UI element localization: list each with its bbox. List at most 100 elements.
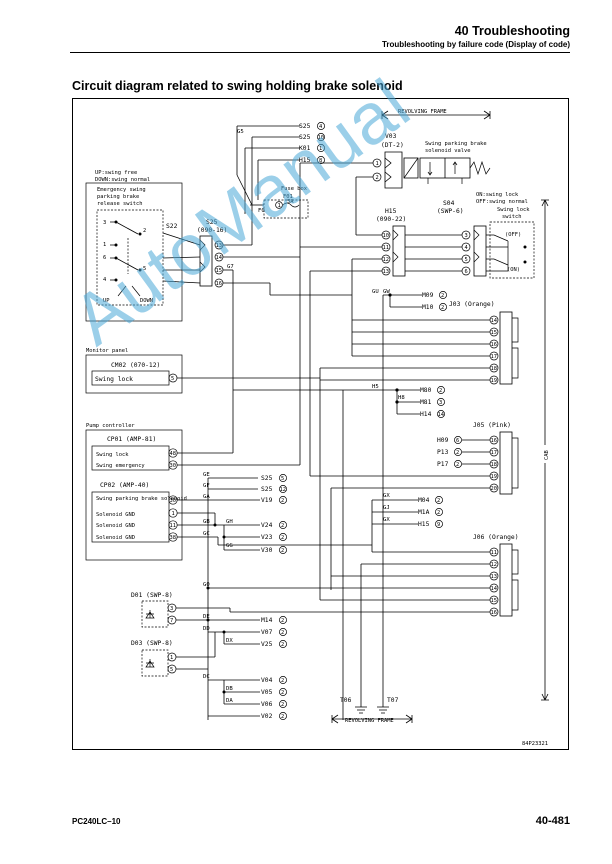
svg-text:2: 2 <box>456 462 459 468</box>
revolving-frame-top-label: REVOLVING FRAME <box>398 109 447 115</box>
fuse-box-title: Fuse box <box>281 186 308 192</box>
j03-junction: J03 (Orange) 14 15 16 17 18 19 <box>449 301 519 385</box>
switch-title3: release switch <box>97 201 142 207</box>
ref-name: K01 <box>299 145 311 152</box>
h15-wires <box>300 230 462 470</box>
ref-h15-9: H15 9 <box>418 520 443 528</box>
fuse-box-code: F01 <box>283 194 293 200</box>
svg-text:M1A: M1A <box>418 509 430 516</box>
switch-pin: 2 <box>143 228 146 234</box>
s04-type: (SWP-6) <box>437 208 464 215</box>
svg-text:2: 2 <box>281 548 284 554</box>
cab-label: CAB <box>544 450 550 460</box>
svg-text:2: 2 <box>437 510 440 516</box>
pump-title: Pump controller <box>86 423 135 429</box>
svg-text:2: 2 <box>281 714 284 720</box>
svg-text:18: 18 <box>491 462 498 468</box>
j06-name: J06 (Orange) <box>473 534 519 541</box>
switch-pin: 3 <box>103 220 106 226</box>
svg-text:V30: V30 <box>261 547 273 554</box>
pump-wires <box>177 257 372 720</box>
svg-text:V07: V07 <box>261 629 273 636</box>
svg-text:16: 16 <box>491 610 498 616</box>
ref-pin: 1 <box>319 146 322 152</box>
wire-code: GF <box>203 483 210 489</box>
switch-down-label: DOWN <box>140 298 153 304</box>
svg-text:2: 2 <box>281 498 284 504</box>
ref-s25-12: S25 12 <box>261 485 287 493</box>
ground-t06: T06 <box>340 697 367 714</box>
pump-controller: Pump controller CP01 (AMP-81) Swing lock… <box>85 423 187 561</box>
s04-swing-lock-switch: S04 (SWP-6) ON:swing lock OFF:swing norm… <box>437 192 535 279</box>
svg-text:M80: M80 <box>420 387 432 394</box>
fuse-pin: 1 <box>278 203 281 209</box>
ref-m80-2: M80 2 <box>420 386 445 394</box>
wire-code: GU <box>372 289 379 295</box>
svg-text:2: 2 <box>439 388 442 394</box>
wire-code: F0 <box>258 208 265 214</box>
svg-text:15: 15 <box>216 268 223 274</box>
svg-text:48: 48 <box>170 451 177 457</box>
svg-text:P13: P13 <box>437 449 449 456</box>
svg-text:V25: V25 <box>261 641 273 648</box>
switch-pin: 6 <box>103 255 106 261</box>
fuse-amp: 5A <box>287 199 294 205</box>
svg-text:20: 20 <box>491 486 498 492</box>
revolving-frame-bottom-marker: REVOLVING FRAME <box>331 714 413 724</box>
j06-wires <box>208 380 490 700</box>
svg-text:5: 5 <box>465 257 468 263</box>
svg-text:V05: V05 <box>261 689 273 696</box>
svg-text:11: 11 <box>491 550 498 556</box>
s25-name: S25 <box>206 219 218 226</box>
svg-text:6: 6 <box>456 438 459 444</box>
svg-text:2: 2 <box>441 293 444 299</box>
svg-text:11: 11 <box>383 245 390 251</box>
svg-text:17: 17 <box>491 450 498 456</box>
j03-name: J03 (Orange) <box>449 301 495 308</box>
ref-v07-2: V07 2 <box>261 628 287 636</box>
header-rule <box>70 52 570 53</box>
svg-text:3: 3 <box>170 606 173 612</box>
svg-text:2: 2 <box>281 630 284 636</box>
svg-text:3: 3 <box>439 400 442 406</box>
switch-pin: 5 <box>143 266 146 272</box>
model-number: PC240LC–10 <box>72 817 121 826</box>
ground-label: T06 <box>340 697 352 704</box>
svg-text:14: 14 <box>438 412 445 418</box>
wire-code: GB <box>203 519 210 525</box>
svg-text:2: 2 <box>281 702 284 708</box>
s22-label: S22 <box>166 223 178 230</box>
monitor-connector: CM02 (070-12) <box>111 362 160 369</box>
ref-m81-3: M81 3 <box>420 398 445 406</box>
ref-name: S25 <box>299 123 311 130</box>
svg-text:H15: H15 <box>418 521 430 528</box>
ref-m14-2: M14 2 <box>261 616 287 624</box>
wire-code: G0 <box>203 582 210 588</box>
cp02-name: CP02 (AMP-40) <box>100 482 149 489</box>
cp01-name: CP01 (AMP-81) <box>107 436 156 443</box>
wire-code: GG <box>226 543 233 549</box>
svg-text:M14: M14 <box>261 617 273 624</box>
wire-code: G5 <box>237 129 244 135</box>
wire-code: GX <box>383 517 390 523</box>
diode-d01: D01 (SWP-8) 3 7 <box>131 592 177 628</box>
ref-v02-2: V02 2 <box>261 712 287 720</box>
section-subtitle: Troubleshooting by failure code (Display… <box>381 40 570 49</box>
cp02-row-label: Solenoid GND <box>96 512 135 518</box>
cp01-row-label: Swing lock <box>96 452 129 458</box>
monitor-title: Monitor panel <box>86 348 128 354</box>
ref-m04-2: M04 2 <box>418 496 443 504</box>
v03-name: V03 <box>385 133 397 140</box>
ref-s25-10: S25 10 <box>299 133 325 141</box>
svg-text:4: 4 <box>465 245 468 251</box>
v03-desc2: solenoid valve <box>425 148 470 154</box>
svg-text:7: 7 <box>170 618 173 624</box>
h5-branch <box>342 389 420 720</box>
s04-note2: OFF:swing normal <box>476 199 528 205</box>
wire-code: GH <box>226 519 233 525</box>
svg-text:V24: V24 <box>261 522 273 529</box>
drawing-number: 84P23321 <box>522 741 548 747</box>
ref-v19-2: V19 2 <box>261 496 287 504</box>
svg-text:2: 2 <box>441 305 444 311</box>
revolving-frame-bottom-label: REVOLVING FRAME <box>345 718 394 724</box>
